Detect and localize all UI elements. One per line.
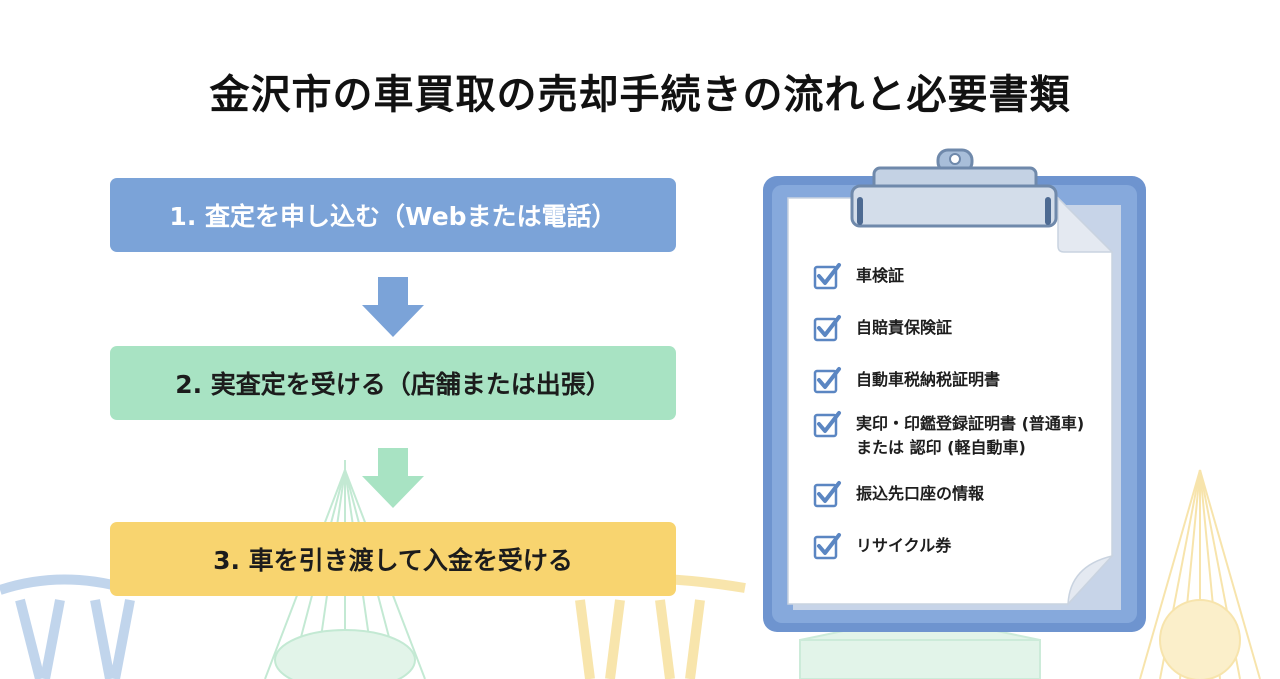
flow-step-3-label: 3. 車を引き渡して入金を受ける <box>213 546 573 575</box>
list-item: 自賠責保険証 <box>812 314 952 344</box>
flow-step-3: 3. 車を引き渡して入金を受ける <box>110 522 676 596</box>
checklist-item-sublabel: または 認印 (軽自動車) <box>856 438 1026 457</box>
arrow-down-icon <box>362 277 424 337</box>
checkbox-checked-icon <box>813 367 841 394</box>
checklist-item-label: 自賠責保険証 <box>856 318 953 337</box>
list-item: 実印・印鑑登録証明書 (普通車) または 認印 (軽自動車) <box>812 410 1084 460</box>
checklist-item-label: 実印・印鑑登録証明書 (普通車) <box>856 414 1085 433</box>
arrow-down-icon <box>362 448 424 508</box>
list-item: リサイクル券 <box>812 532 951 562</box>
flow-step-2-label: 2. 実査定を受ける（店舗または出張） <box>175 370 611 399</box>
flow-step-1: 1. 査定を申し込む（Webまたは電話） <box>110 178 676 252</box>
flow-step-2: 2. 実査定を受ける（店舗または出張） <box>110 346 676 420</box>
checklist-item-label: 自動車税納税証明書 <box>856 370 1001 389</box>
checklist-item-label: 車検証 <box>856 266 905 285</box>
checkbox-checked-icon <box>813 533 841 560</box>
list-item: 自動車税納税証明書 <box>812 366 1000 396</box>
checkbox-checked-icon <box>813 315 841 342</box>
list-item: 振込先口座の情報 <box>812 480 984 510</box>
checklist-item-label: リサイクル券 <box>856 536 952 555</box>
checklist-item-label: 振込先口座の情報 <box>856 484 985 503</box>
checkbox-checked-icon <box>813 481 841 508</box>
list-item: 車検証 <box>812 262 904 292</box>
checkbox-checked-icon <box>813 411 841 438</box>
checkbox-checked-icon <box>813 263 841 290</box>
flow-step-1-label: 1. 査定を申し込む（Webまたは電話） <box>169 202 617 231</box>
page-title: 金沢市の車買取の売却手続きの流れと必要書類 <box>209 72 1071 118</box>
